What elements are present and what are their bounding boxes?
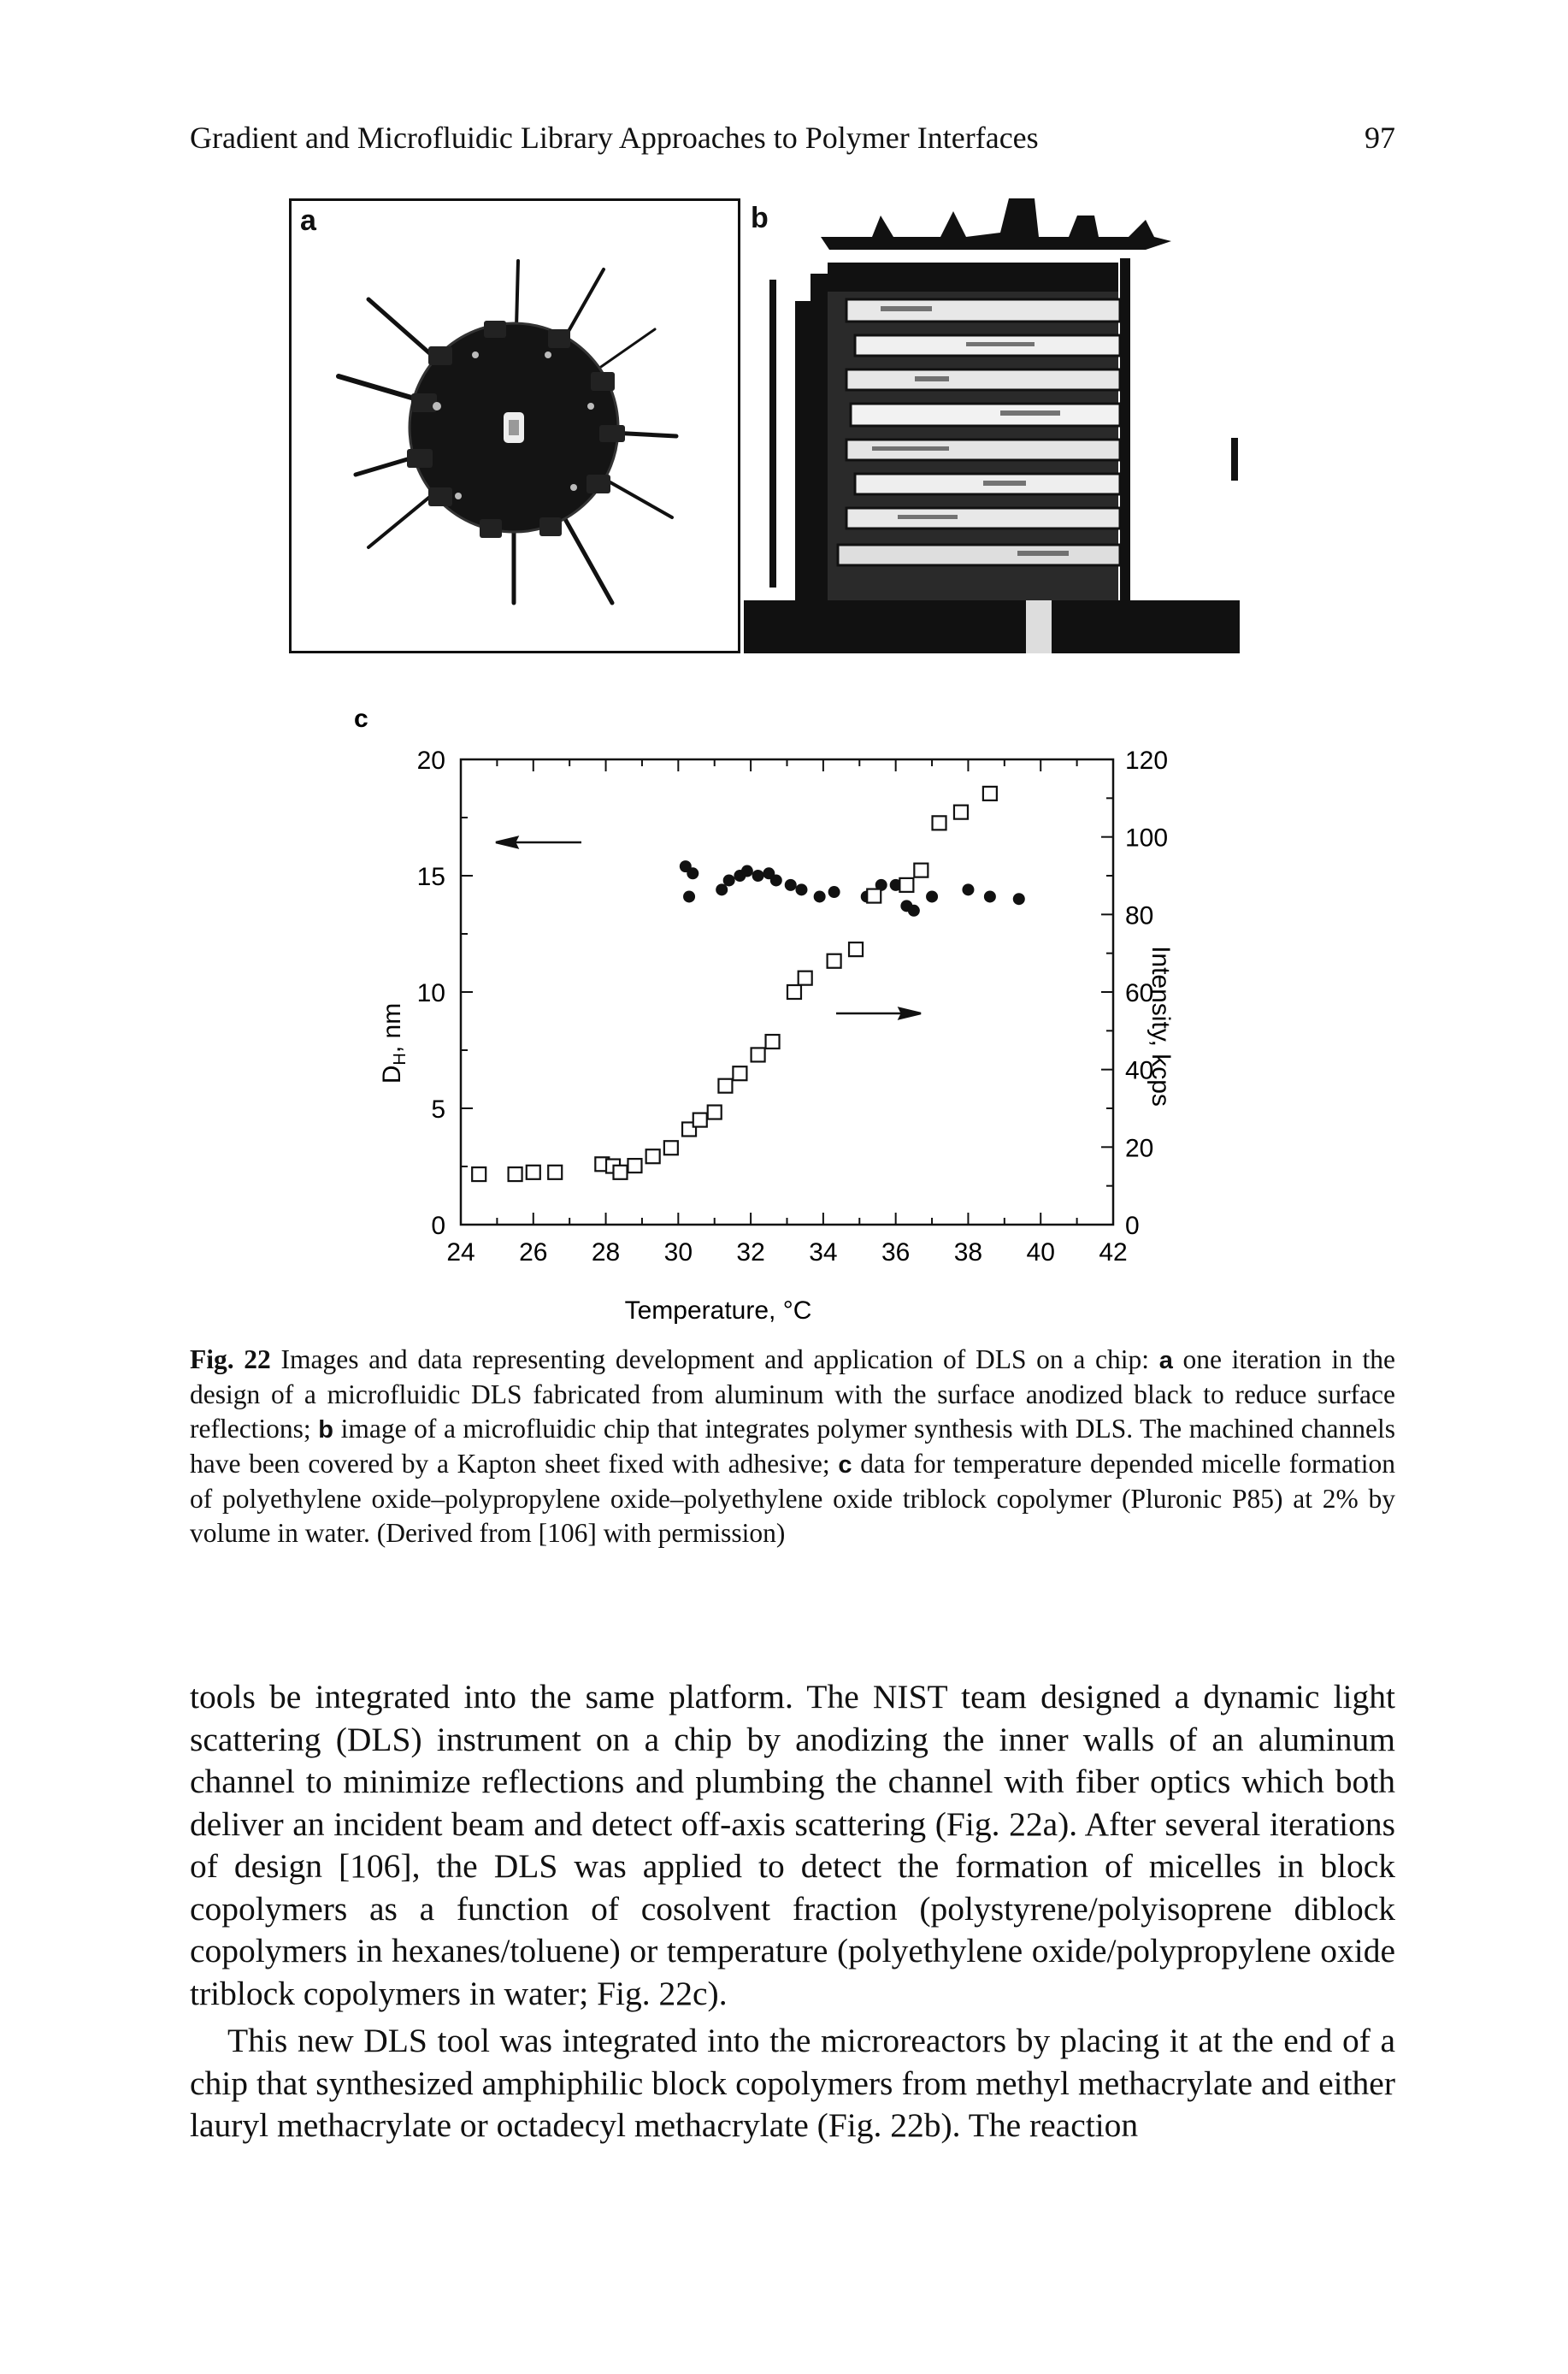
- figure-panel-b: b: [744, 198, 1240, 653]
- figure-panel-a: a: [289, 198, 740, 653]
- x-tick-label: 32: [736, 1238, 764, 1267]
- y-right-tick-label: 120: [1125, 747, 1168, 775]
- panel-a-label: a: [300, 204, 316, 237]
- body-paragraph: tools be integrated into the same platfo…: [190, 1678, 1395, 2012]
- running-header: Gradient and Microfluidic Library Approa…: [190, 120, 1395, 162]
- figure-caption: Fig. 22 Images and data representing dev…: [190, 1344, 1395, 1548]
- x-tick-label: 40: [1027, 1238, 1055, 1267]
- data-point-intensity: [931, 815, 947, 831]
- data-point-intensity: [717, 1078, 734, 1094]
- data-point-dh: [722, 874, 735, 887]
- dls-temperature-chart: c 24 26 28 30 32 34 36 38 40 42 0 5 10 15 20 0 20 40 60 8…: [354, 705, 1175, 1325]
- x-tick-label: 42: [1099, 1238, 1127, 1267]
- page-number: 97: [1365, 121, 1395, 155]
- data-point-dh: [795, 883, 808, 896]
- x-axis-label: Temperature, °C: [625, 1296, 812, 1325]
- data-point-intensity: [826, 953, 842, 969]
- body-paragraph: This new DLS tool was integrated into th…: [190, 2022, 1395, 2144]
- y-left-tick-label: 5: [431, 1095, 445, 1124]
- data-point-intensity: [732, 1066, 748, 1082]
- data-point-intensity: [627, 1157, 643, 1174]
- data-point-intensity: [663, 1140, 679, 1156]
- y-right-tick-label: 0: [1125, 1212, 1140, 1240]
- data-point-dh: [926, 890, 939, 903]
- dls-device-photo: [336, 259, 679, 605]
- body-text: tools be integrated into the same platfo…: [190, 1676, 1395, 2153]
- data-point-intensity: [471, 1166, 487, 1183]
- data-point-dh: [962, 883, 975, 896]
- x-tick-label: 30: [664, 1238, 693, 1267]
- data-point-intensity: [612, 1164, 628, 1180]
- y-left-tick-labels: 0 5 10 15 20: [417, 747, 445, 1240]
- data-points: [471, 785, 1025, 1183]
- figure-number: Fig. 22: [190, 1344, 271, 1374]
- data-point-dh: [769, 874, 782, 887]
- data-point-dh: [1012, 893, 1025, 906]
- data-point-intensity: [692, 1112, 708, 1128]
- y-left-tick-label: 10: [417, 979, 445, 1007]
- data-point-dh: [889, 878, 902, 891]
- data-point-intensity: [547, 1164, 563, 1180]
- data-point-intensity: [952, 804, 970, 820]
- y-right-tick-label: 20: [1125, 1134, 1153, 1162]
- y-left-axis-label: DH, nm: [378, 1003, 410, 1084]
- x-tick-label: 28: [592, 1238, 620, 1267]
- y-right-tick-label: 80: [1125, 901, 1153, 930]
- data-point-intensity: [797, 970, 813, 986]
- data-point-dh: [716, 883, 728, 896]
- data-point-dh: [784, 878, 797, 891]
- data-point-intensity: [706, 1104, 722, 1120]
- y-right-tick-label: 40: [1125, 1057, 1153, 1085]
- x-tick-label: 24: [446, 1238, 475, 1267]
- data-point-intensity: [507, 1166, 523, 1183]
- x-tick-label: 38: [954, 1238, 982, 1267]
- data-point-intensity: [847, 942, 864, 958]
- panel-b-label: b: [751, 202, 769, 234]
- data-point-intensity: [913, 862, 929, 878]
- data-point-dh: [740, 865, 753, 877]
- data-point-dh: [687, 867, 699, 880]
- data-point-intensity: [866, 888, 882, 904]
- y-right-axis-label: Intensity, kcps: [1147, 946, 1175, 1107]
- x-tick-labels: 24 26 28 30 32 34 36 38 40 42: [446, 1238, 1127, 1267]
- data-point-intensity: [786, 983, 803, 1001]
- data-point-intensity: [525, 1164, 541, 1180]
- y-right-tick-label: 100: [1125, 824, 1168, 853]
- arrow-left: [495, 836, 581, 849]
- x-tick-label: 34: [809, 1238, 837, 1267]
- data-point-dh: [683, 890, 696, 903]
- y-left-tick-label: 15: [417, 863, 445, 891]
- data-point-dh: [752, 870, 764, 882]
- data-point-dh: [813, 890, 826, 903]
- y-right-tick-label: 60: [1125, 979, 1153, 1007]
- x-tick-label: 26: [519, 1238, 547, 1267]
- data-point-intensity: [645, 1149, 661, 1165]
- data-point-dh: [875, 878, 887, 891]
- data-point-intensity: [981, 785, 998, 801]
- data-point-dh: [907, 904, 920, 917]
- microfluidic-chip-photo: [744, 198, 1240, 653]
- running-title: Gradient and Microfluidic Library Approa…: [190, 121, 1039, 155]
- data-point-dh: [983, 890, 996, 903]
- y-right-tick-labels: 0 20 40 60 80 100 120: [1125, 747, 1168, 1240]
- axis-ticks: [460, 759, 1114, 1225]
- y-left-tick-label: 20: [417, 747, 445, 775]
- data-point-intensity: [764, 1033, 781, 1050]
- y-left-tick-label: 0: [431, 1212, 445, 1240]
- panel-c-label: c: [354, 705, 368, 733]
- arrow-right: [836, 1007, 922, 1020]
- x-tick-label: 36: [881, 1238, 910, 1267]
- data-point-intensity: [899, 877, 915, 893]
- data-point-dh: [828, 886, 840, 899]
- data-point-intensity: [750, 1047, 766, 1063]
